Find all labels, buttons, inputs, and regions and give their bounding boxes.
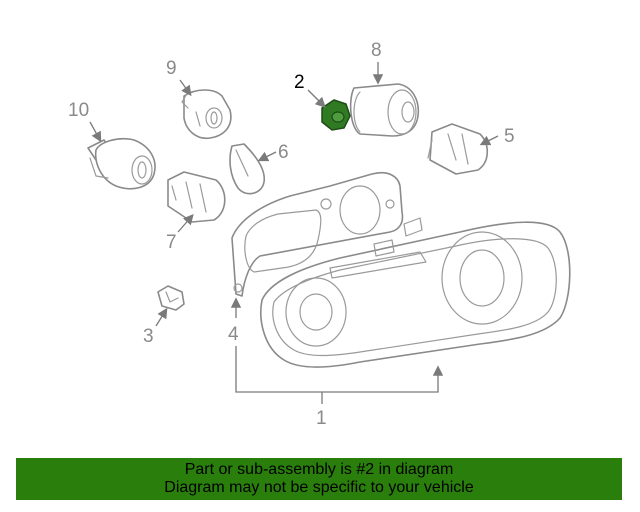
parts-diagram: 10 9 2 8 5 6 7 3 4 1 — [68, 40, 571, 429]
part-5-wedge-bulb[interactable] — [427, 123, 489, 175]
info-banner: Part or sub-assembly is #2 in diagram Di… — [16, 458, 622, 500]
part-7-wedge-bulb[interactable] — [167, 171, 226, 223]
callout-3: 3 — [143, 326, 154, 347]
banner-line-2: Diagram may not be specific to your vehi… — [164, 479, 474, 496]
part-6-capless-bulb[interactable] — [229, 143, 266, 195]
callout-6: 6 — [278, 142, 289, 163]
callout-2: 2 — [294, 72, 305, 93]
callout-7: 7 — [166, 232, 177, 253]
part-2-clip-highlighted[interactable] — [321, 99, 351, 131]
callout-5: 5 — [504, 126, 515, 147]
banner-line-1: Part or sub-assembly is #2 in diagram — [184, 461, 454, 478]
callout-9: 9 — [166, 58, 177, 79]
headlamp-assembly[interactable] — [231, 171, 571, 368]
part-10-bulb-socket[interactable] — [87, 137, 156, 190]
leader-lines — [89, 62, 499, 404]
callout-4: 4 — [228, 324, 239, 345]
callout-1: 1 — [316, 408, 327, 429]
part-8-bulb-socket[interactable] — [349, 83, 420, 137]
part-9-bulb-socket[interactable] — [181, 89, 232, 140]
callout-10: 10 — [68, 100, 89, 121]
part-3-push-clip[interactable] — [157, 285, 185, 311]
callout-8: 8 — [371, 40, 382, 61]
